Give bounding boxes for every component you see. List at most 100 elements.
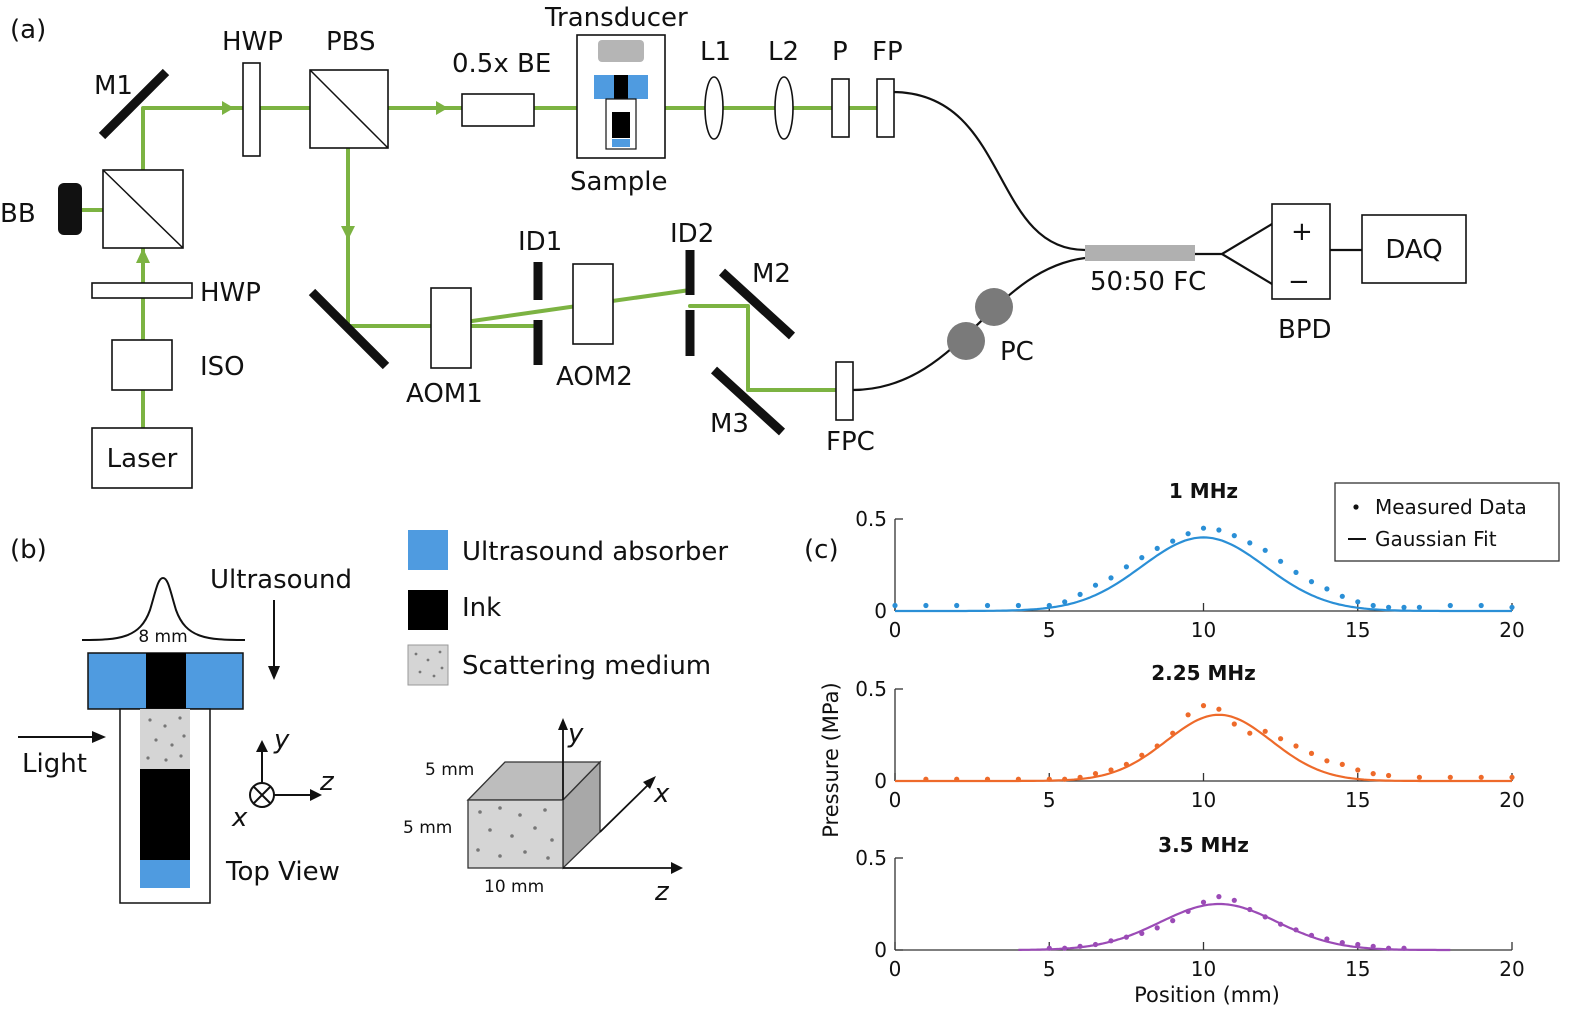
label-daq: DAQ <box>1385 235 1442 265</box>
label-iso: ISO <box>200 352 245 382</box>
label-p: P <box>832 37 848 67</box>
label-axis-y: y <box>273 725 290 755</box>
x-tick-label: 15 <box>1345 618 1370 642</box>
measured-point <box>892 602 898 609</box>
isolator <box>111 339 173 391</box>
cube-scatter-dots <box>476 806 554 860</box>
measured-point <box>1108 938 1114 944</box>
measured-point <box>1062 945 1068 951</box>
label-m1: M1 <box>94 71 133 101</box>
ink-column <box>140 769 190 860</box>
measured-point <box>1231 533 1237 539</box>
legend-label-ink: Ink <box>462 593 501 623</box>
fiber-paths <box>851 90 1362 392</box>
label-l1: L1 <box>700 37 731 67</box>
legend-marker-measured <box>1353 504 1359 510</box>
measured-point <box>1370 771 1376 777</box>
legend-label-measured: Measured Data <box>1375 495 1527 519</box>
label-be: 0.5x BE <box>452 49 551 79</box>
measured-point <box>1170 730 1176 736</box>
lens-l1 <box>704 76 724 140</box>
measured-point <box>1278 921 1284 927</box>
measured-point <box>1231 721 1237 727</box>
label-fpc: FPC <box>826 427 875 457</box>
sample-cube <box>466 718 683 874</box>
y-tick-label: 0.5 <box>855 507 887 531</box>
label-pbs: PBS <box>326 27 376 57</box>
measured-point <box>1092 941 1099 948</box>
measured-point <box>1123 934 1129 940</box>
label-transducer: Transducer <box>544 3 688 33</box>
measured-point <box>1509 604 1515 610</box>
measured-point <box>1509 774 1515 780</box>
measured-point <box>1324 936 1330 942</box>
measured-point <box>1185 531 1191 537</box>
measured-point <box>1077 774 1083 780</box>
cube-label-z: z <box>654 877 670 907</box>
measured-point <box>1324 586 1330 592</box>
measured-point <box>1478 774 1484 780</box>
measured-point <box>954 776 960 782</box>
panel-a: (a) M1 M2 M3 BB <box>0 3 1467 489</box>
measured-point <box>1339 761 1345 768</box>
measured-point <box>1046 602 1052 609</box>
measured-point <box>954 602 960 609</box>
measured-point <box>1154 743 1160 749</box>
measured-point <box>1386 945 1392 951</box>
measured-point <box>1216 527 1222 533</box>
y-tick-label: 0 <box>874 599 887 623</box>
measured-point <box>1355 599 1361 605</box>
half-wave-plate-top <box>242 62 261 157</box>
y-axis-arrowhead <box>256 740 268 752</box>
measured-point <box>1077 943 1083 949</box>
measured-point <box>1355 941 1361 948</box>
legend-label-absorber: Ultrasound absorber <box>462 537 728 567</box>
measured-point <box>1308 750 1315 757</box>
x-tick-label: 15 <box>1345 957 1370 981</box>
cube-dim-bottom: 10 mm <box>484 877 544 897</box>
beam-arrow-right-1 <box>222 101 234 115</box>
legend-label-fit: Gaussian Fit <box>1375 527 1497 551</box>
measured-point <box>1262 728 1268 734</box>
x-tick-label: 0 <box>889 618 902 642</box>
label-axis-z: z <box>319 767 335 797</box>
measured-point <box>1278 558 1284 564</box>
measured-point <box>1478 602 1484 609</box>
label-fp: FP <box>872 37 903 67</box>
gaussian-fit-line <box>895 536 1512 613</box>
measured-point <box>1185 908 1191 915</box>
label-m2: M2 <box>752 259 791 289</box>
x-tick-label: 10 <box>1191 618 1216 642</box>
x-tick-label: 15 <box>1345 788 1370 812</box>
measured-point <box>1293 927 1299 933</box>
measured-point <box>1046 776 1052 782</box>
label-axis-x: x <box>231 803 248 833</box>
measured-point <box>1370 943 1376 949</box>
fiber-sample-arm <box>891 90 1086 252</box>
daq <box>1361 214 1467 284</box>
panel-b: (b) 8 mm Ultrasound Light y z x <box>10 530 728 907</box>
x-tick-label: 20 <box>1499 788 1524 812</box>
measured-point <box>1015 776 1022 782</box>
label-l2: L2 <box>768 37 799 67</box>
subplot-title: 3.5 MHz <box>1158 833 1249 857</box>
panel-b-label: (b) <box>10 535 47 565</box>
measured-point <box>1401 604 1407 610</box>
absorber-bottom <box>140 860 190 888</box>
measured-point <box>1401 945 1407 951</box>
measured-point <box>1262 914 1268 920</box>
label-top-view: Top View <box>225 857 340 887</box>
fiber-to-bpd <box>1195 223 1273 285</box>
beam-splitter-lower-diagonal <box>102 169 184 249</box>
measured-point <box>1386 604 1392 610</box>
label-id1: ID1 <box>518 227 562 257</box>
measured-point <box>1416 774 1422 780</box>
label-sample: Sample <box>570 167 668 197</box>
x-tick-label: 20 <box>1499 957 1524 981</box>
x-tick-label: 5 <box>1043 957 1056 981</box>
x-tick-label: 5 <box>1043 788 1056 812</box>
label-hwp-left: HWP <box>200 278 261 308</box>
y-tick-label: 0 <box>874 938 887 962</box>
